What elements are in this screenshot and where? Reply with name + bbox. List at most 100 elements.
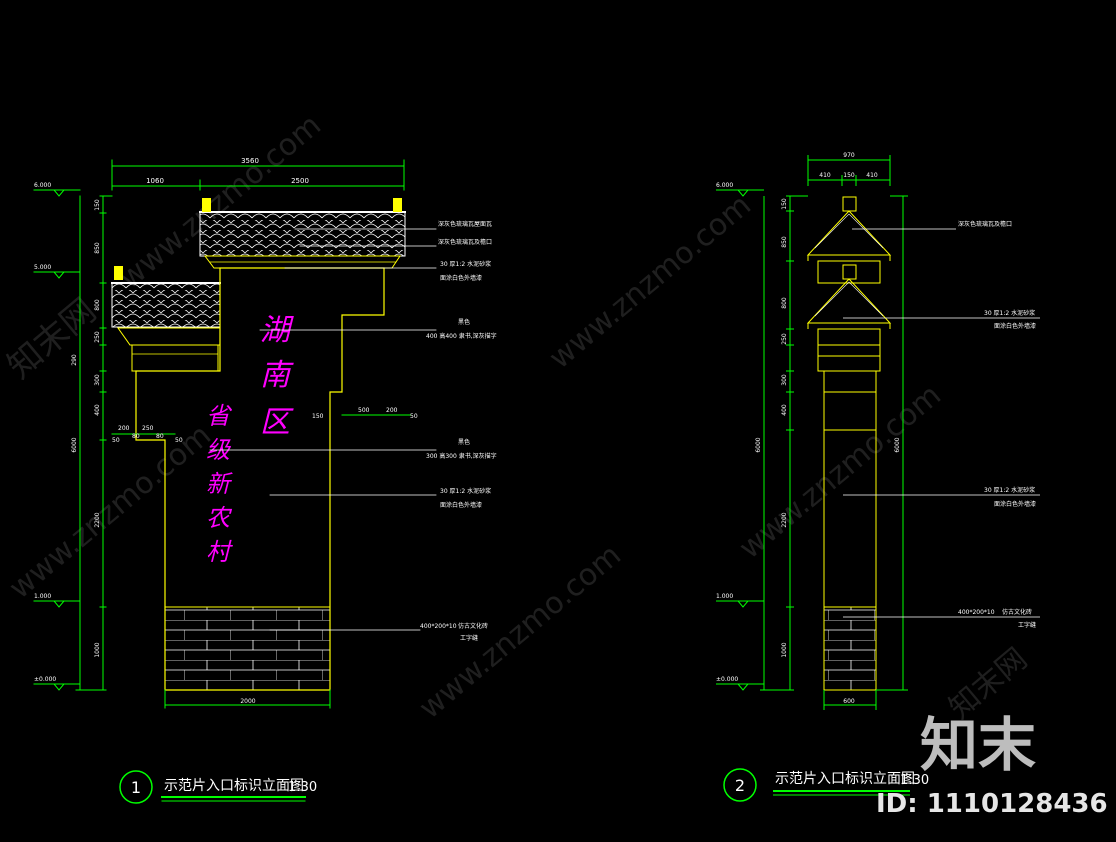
char-2: 南 — [260, 358, 294, 393]
drawing-title: 示范片入口标识立面图 — [775, 770, 915, 787]
dim-right: 2500 — [291, 177, 309, 185]
dim: 970 — [843, 152, 855, 159]
level-1: 1.000 — [34, 593, 51, 600]
annotation-notes-2: 深灰色琉璃瓦及檐口 30 厚1:2 水泥砂浆 面涂白色外墙漆 30 厚1:2 水… — [958, 220, 1036, 629]
note: 面涂白色外墙漆 — [994, 500, 1036, 508]
note: 工字缝 — [1018, 621, 1036, 629]
drawing-1-title-block: 1 示范片入口标识立面图 1:30 — [119, 770, 317, 804]
vdim: 1000 — [781, 642, 788, 657]
top-dimensions-2 — [807, 155, 891, 186]
level-markers-2: 6.000 1.000 ±0.000 — [716, 182, 764, 691]
drawing-2-title-block: 2 示范片入口标识立面图 1:30 — [723, 768, 929, 802]
note: 面涂白色外墙漆 — [994, 322, 1036, 330]
level-6: 6.000 — [716, 182, 733, 189]
dim: 80 — [156, 433, 164, 440]
brand-logo: 知末 — [920, 711, 1036, 779]
watermark-text: www.znzmo.com — [3, 418, 218, 607]
drawing-number: 2 — [735, 776, 745, 795]
left-vertical-dimension-2 — [760, 195, 908, 710]
drawing-number: 1 — [131, 778, 141, 797]
dim: 150 — [312, 413, 324, 420]
vdim: 6000 — [755, 437, 762, 452]
note: 仿古文化砖 — [1002, 608, 1032, 616]
note: 深灰色琉璃瓦及檐口 — [958, 220, 1012, 228]
left-vertical-dimension — [75, 195, 113, 691]
note: 400*200*10 — [958, 609, 995, 616]
drawing-1: 3560 1060 2500 湖 南 区 — [33, 157, 497, 804]
side-dimension-labels: 200 250 50 80 80 50 500 200 50 150 2000 — [112, 407, 418, 705]
brick-base — [164, 606, 331, 691]
note: 300 高300 隶书,深灰描字 — [426, 452, 497, 460]
top-dimensions — [111, 159, 405, 191]
watermark-text: www.znzmo.com — [733, 378, 948, 567]
dim: 50 — [112, 437, 120, 444]
char-4: 省 — [206, 402, 233, 430]
upper-roof — [199, 198, 406, 269]
vdim: 150 — [94, 199, 101, 211]
vdim: 250 — [781, 333, 788, 345]
note: 400*200*10 — [420, 623, 457, 630]
vdim: 6000 — [71, 437, 78, 452]
watermark-text: www.znzmo.com — [543, 188, 758, 377]
char-7: 农 — [206, 504, 233, 532]
note: 30 厚1:2 水泥砂浆 — [984, 486, 1035, 494]
column-pillar — [806, 196, 892, 691]
vdim: 850 — [781, 236, 788, 248]
note: 深灰色琉璃瓦屋面瓦 — [438, 220, 492, 228]
vdim: 800 — [94, 299, 101, 311]
dim-total: 3560 — [241, 157, 259, 165]
vdim: 300 — [94, 374, 101, 386]
drawing-2: 970 410 150 410 — [716, 152, 1040, 802]
dim-base: 600 — [843, 698, 855, 705]
note: 工字缝 — [460, 634, 478, 642]
left-vertical-labels: 150 850 800 250 300 400 2200 1000 290 60… — [71, 199, 101, 658]
vertical-labels-2: 150 850 800 250 300 400 2200 1000 6000 6… — [755, 198, 901, 705]
level-0: ±0.000 — [34, 676, 56, 683]
watermark-layer: www.znzmo.com 知末网 www.znzmo.com www.znzm… — [0, 108, 1034, 727]
brand-id: ID: 1110128436 — [876, 789, 1108, 819]
top-dimension-labels-2: 970 410 150 410 — [819, 152, 878, 179]
vdim: 1000 — [94, 642, 101, 657]
dim: 150 — [843, 172, 855, 179]
vdim: 150 — [781, 198, 788, 210]
annotation-notes: 深灰色琉璃瓦屋面瓦 深灰色琉璃瓦及檐口 30 厚1:2 水泥砂浆 面涂白色外墙漆… — [420, 220, 497, 642]
dim: 250 — [142, 425, 154, 432]
column-roof-tiles — [814, 213, 884, 317]
watermark-brand: 知末网 — [0, 291, 104, 387]
char-1: 湖 — [260, 313, 294, 348]
level-5: 5.000 — [34, 264, 51, 271]
dim: 80 — [132, 433, 140, 440]
watermark-text: www.znzmo.com — [413, 538, 628, 727]
note: 30 厚1:2 水泥砂浆 — [440, 487, 491, 495]
vdim: 6000 — [894, 437, 901, 452]
level-6: 6.000 — [34, 182, 51, 189]
drawing-scale: 1:30 — [288, 780, 317, 795]
note: 深灰色琉璃瓦及檐口 — [438, 238, 492, 246]
dim: 50 — [410, 413, 418, 420]
note: 仿古文化砖 — [458, 622, 488, 630]
note: 400 高400 隶书,深灰描字 — [426, 332, 497, 340]
note: 面涂白色外墙漆 — [440, 501, 482, 509]
note: 黑色 — [458, 438, 470, 446]
level-0: ±0.000 — [716, 676, 738, 683]
drawing-title: 示范片入口标识立面图 — [164, 777, 304, 794]
vdim: 2200 — [781, 512, 788, 527]
drawing-scale: 1:30 — [900, 773, 929, 788]
vdim: 2200 — [94, 512, 101, 527]
char-6: 新 — [206, 470, 233, 498]
dim-base: 2000 — [240, 698, 255, 705]
leader-lines-2 — [843, 228, 1040, 618]
dim: 500 — [358, 407, 370, 414]
leader-lines — [209, 228, 437, 631]
vdim: 400 — [94, 404, 101, 416]
dim: 200 — [118, 425, 130, 432]
dim: 410 — [866, 172, 878, 179]
vdim: 800 — [781, 297, 788, 309]
char-3: 区 — [260, 405, 294, 440]
note: 30 厚1:2 水泥砂浆 — [440, 260, 491, 268]
vdim: 300 — [781, 374, 788, 386]
brand-watermark: 知末 ID: 1110128436 — [876, 711, 1108, 819]
vdim: 250 — [94, 331, 101, 343]
column-brick-base — [823, 606, 877, 691]
